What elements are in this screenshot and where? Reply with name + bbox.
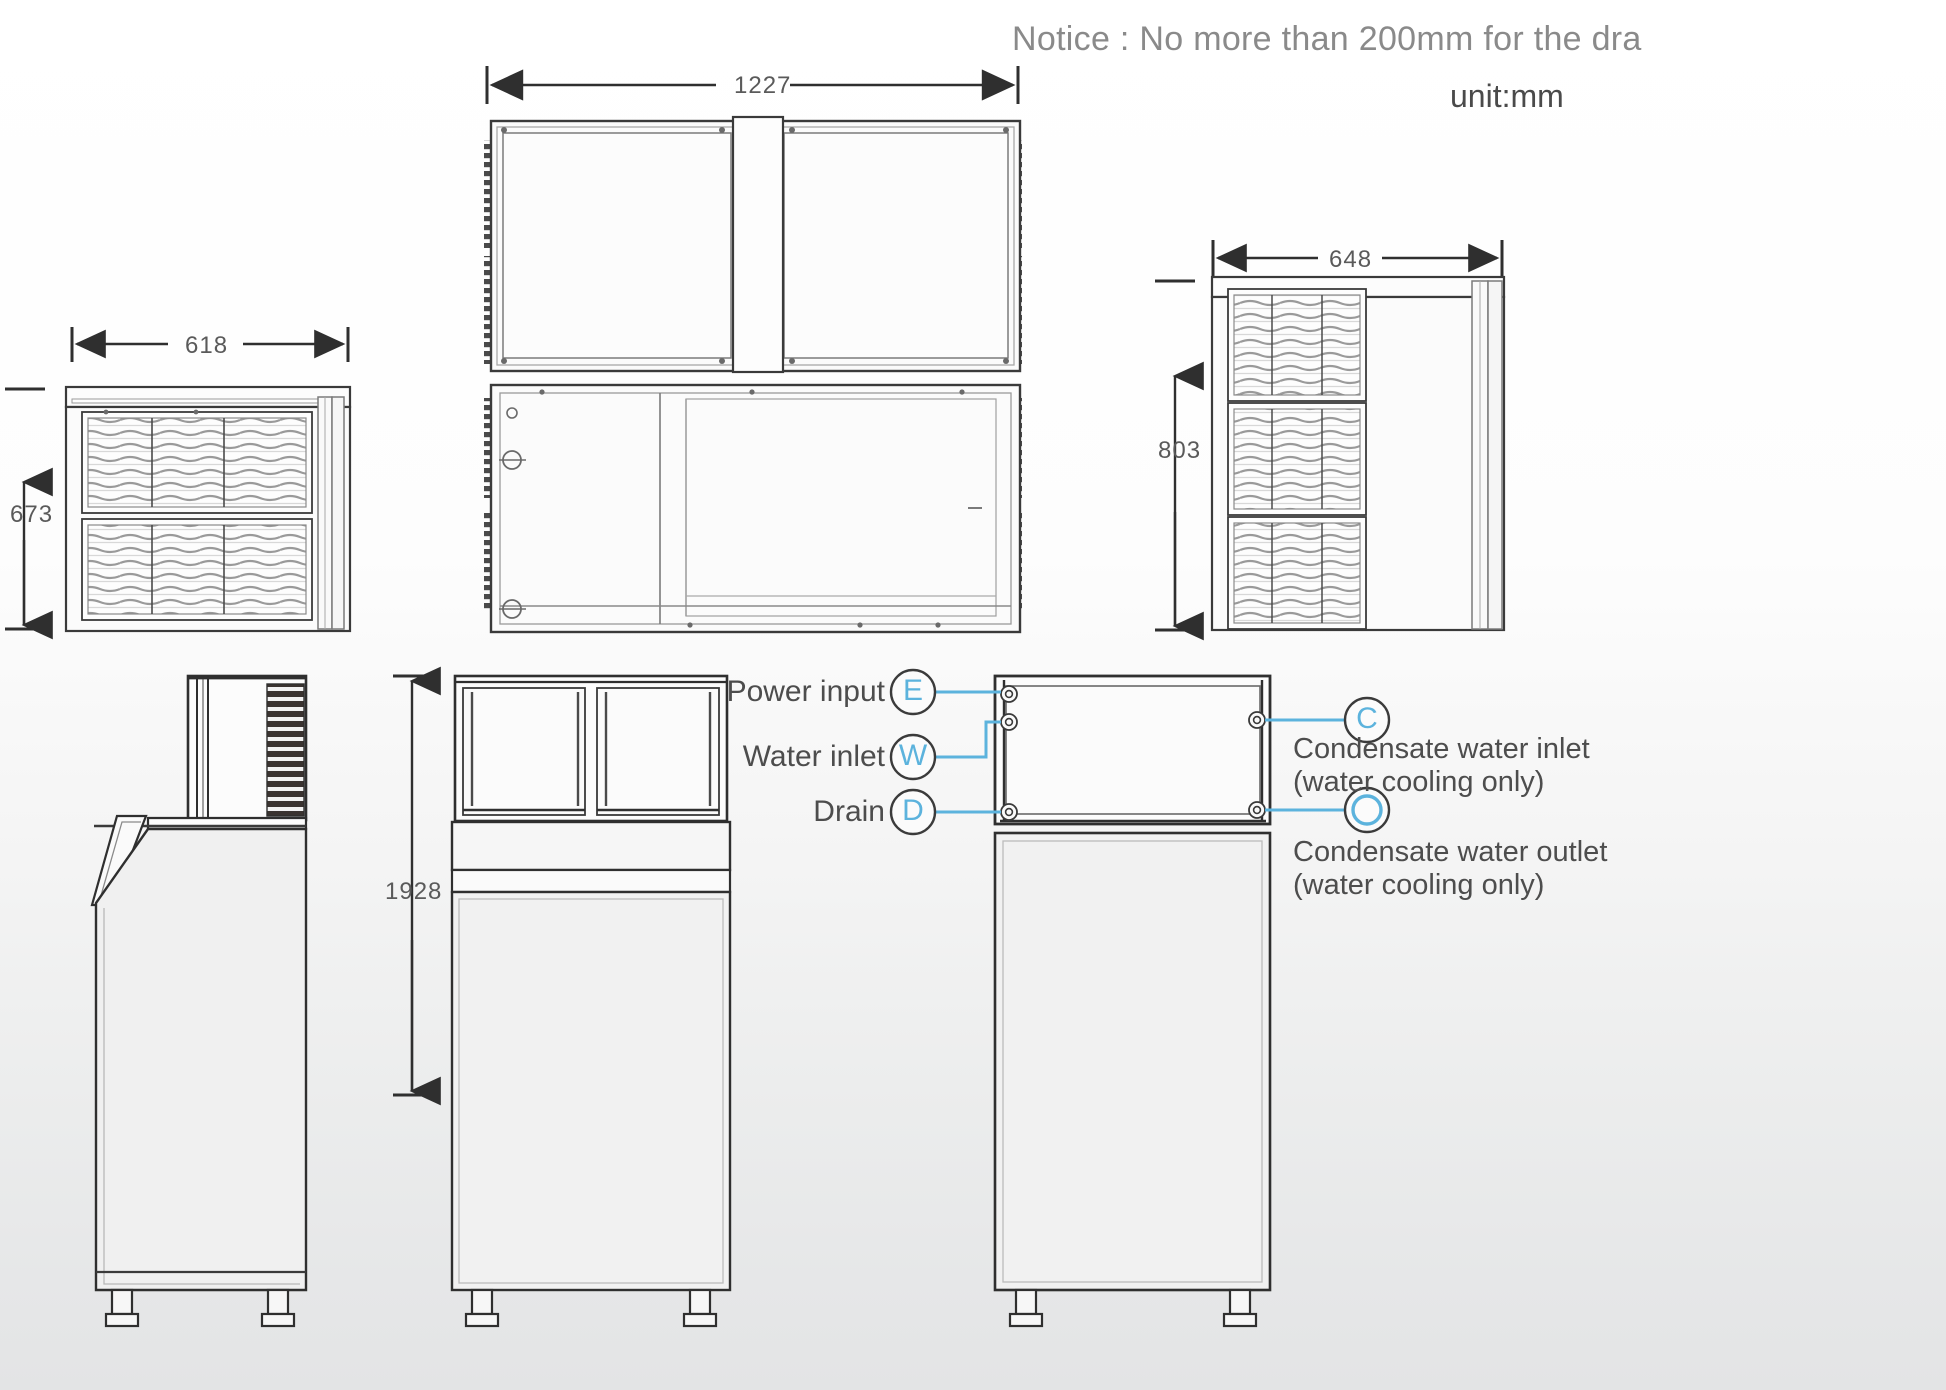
dimension-label-673: 673	[10, 501, 54, 528]
callout-leaders	[889, 668, 1391, 836]
port-condensate-inlet-anchor	[1248, 711, 1266, 729]
badge-E-icon	[889, 668, 937, 716]
badge-label-C: C	[1356, 702, 1378, 735]
view-rear-with-bin	[993, 674, 1272, 1328]
view-left-side-with-bin	[90, 674, 308, 1328]
badge-label-W: W	[898, 739, 928, 772]
callout-label-power-input: Power input	[726, 675, 885, 708]
view-front-with-bin	[450, 674, 732, 1328]
port-drain-anchor	[1000, 803, 1018, 821]
badge-label-D: D	[902, 794, 924, 827]
port-condensate-outlet-anchor	[1248, 801, 1266, 819]
callout-label-water-inlet: Water inlet	[742, 740, 885, 773]
dimension-618	[70, 327, 350, 362]
dimension-label-1227: 1227	[734, 72, 792, 99]
dimension-1928	[393, 666, 441, 1106]
callout-label-drain: Drain	[813, 795, 885, 828]
dimension-1227	[485, 66, 1020, 104]
badge-C-icon	[1343, 696, 1391, 744]
dimension-803	[1155, 279, 1204, 641]
view-top-plan	[484, 115, 1022, 374]
dimension-648	[1211, 240, 1504, 276]
view-front-elevation-upper	[484, 383, 1022, 634]
badge-label-E: E	[902, 674, 923, 707]
dimension-673	[5, 387, 53, 640]
unit-label: unit:mm	[1450, 78, 1564, 114]
view-right-side-elevation	[1210, 275, 1506, 632]
badge-ring-icon	[1343, 786, 1391, 834]
notice-text: Notice : No more than 200mm for the dra	[1012, 20, 1642, 58]
callout-label-condensate-inlet-line2: (water cooling only)	[1293, 766, 1545, 798]
badge-D-icon	[889, 788, 937, 836]
dimension-label-618: 618	[185, 332, 229, 359]
callout-label-condensate-outlet-line1: Condensate water outlet	[1293, 836, 1608, 868]
callout-label-condensate-outlet-line2: (water cooling only)	[1293, 869, 1545, 901]
dimension-label-648: 648	[1329, 246, 1373, 273]
dimension-label-803: 803	[1158, 437, 1202, 464]
port-power-input-anchor	[1000, 685, 1018, 703]
callout-label-condensate-inlet-line1: Condensate water inlet	[1293, 733, 1590, 765]
view-left-side-elevation	[64, 385, 352, 633]
badge-W-icon	[889, 733, 937, 781]
dimension-label-1928: 1928	[385, 878, 443, 905]
port-water-inlet-anchor	[1000, 713, 1018, 731]
